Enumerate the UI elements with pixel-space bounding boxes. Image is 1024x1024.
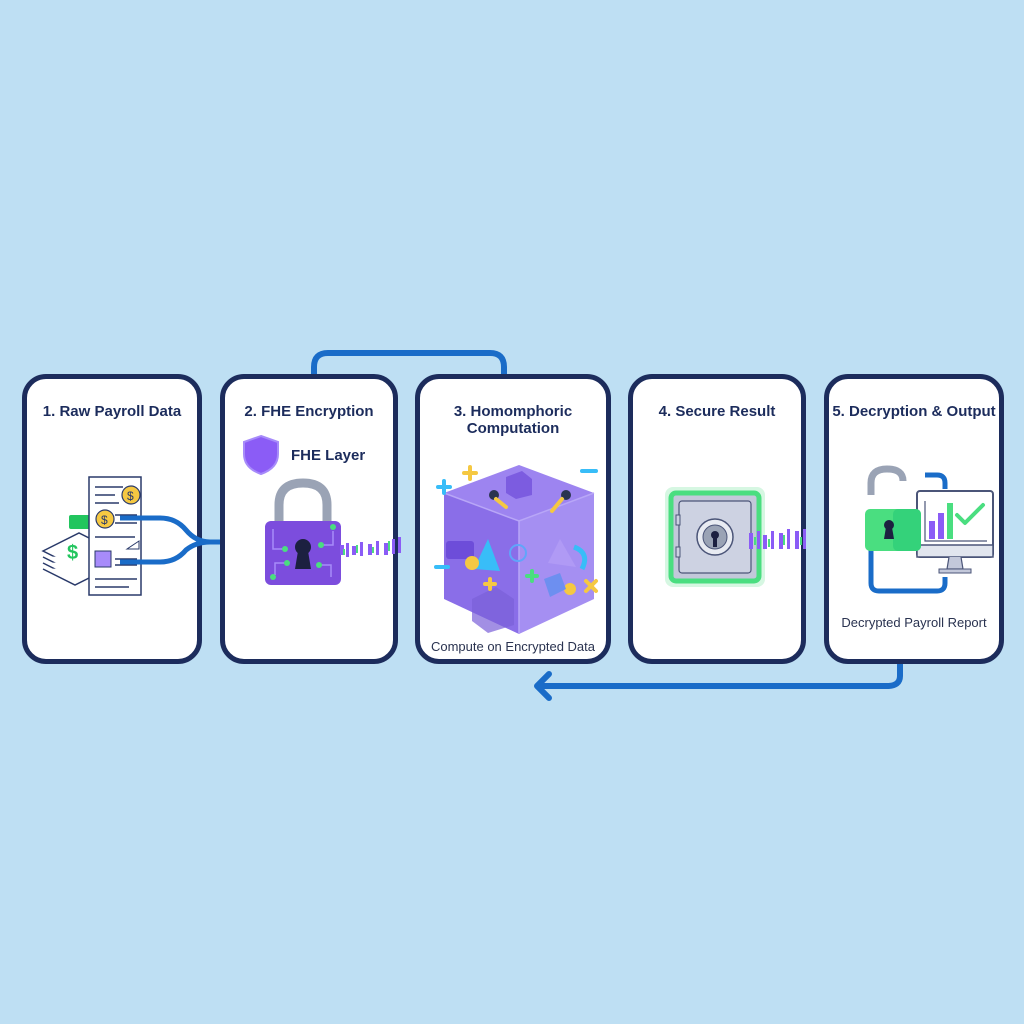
svg-text:$: $ [101,513,108,527]
step-title: 4. Secure Result [658,403,776,420]
svg-text:$: $ [127,489,134,503]
step-title-line2: Computation [466,420,560,437]
shield-icon [243,434,279,476]
step-title: 2. FHE Encryption [244,403,374,420]
encrypted-cube-icon [434,465,598,634]
step-panel-secure-result: 4. Secure Result [628,374,806,664]
step-panel-fhe-encryption: 2. FHE Encryption FHE Layer [220,374,401,664]
step-caption: Compute on Encrypted Data [430,639,596,654]
return-arrow-connector [534,664,903,701]
step-caption: Decrypted Payroll Report [841,615,987,630]
step-panel-raw-payroll: 1. Raw Payroll Data $ $ $ [22,374,202,664]
step-title: 3. Homomphoric Computation [420,403,606,437]
step-title: 1. Raw Payroll Data [42,403,182,420]
step-panel-homomorphic-computation: 3. Homomphoric Computation [415,374,611,664]
step-panel-decryption-output: 5. Decryption & Output Decrypted Payroll… [824,374,1004,664]
step-title-line1: 3. Homomphoric [453,403,573,420]
top-loop-connector [311,350,507,379]
encrypted-data-stream-icon [340,537,401,557]
svg-text:$: $ [67,542,78,564]
fhe-layer-label: FHE Layer [291,447,366,464]
payroll-documents-icon: $ $ $ [41,476,142,596]
circuit-padlock-icon [265,478,341,585]
unlocked-padlock-monitor-icon [865,465,994,594]
encrypted-data-stream-icon [749,529,806,549]
step-title: 5. Decryption & Output [832,403,996,420]
